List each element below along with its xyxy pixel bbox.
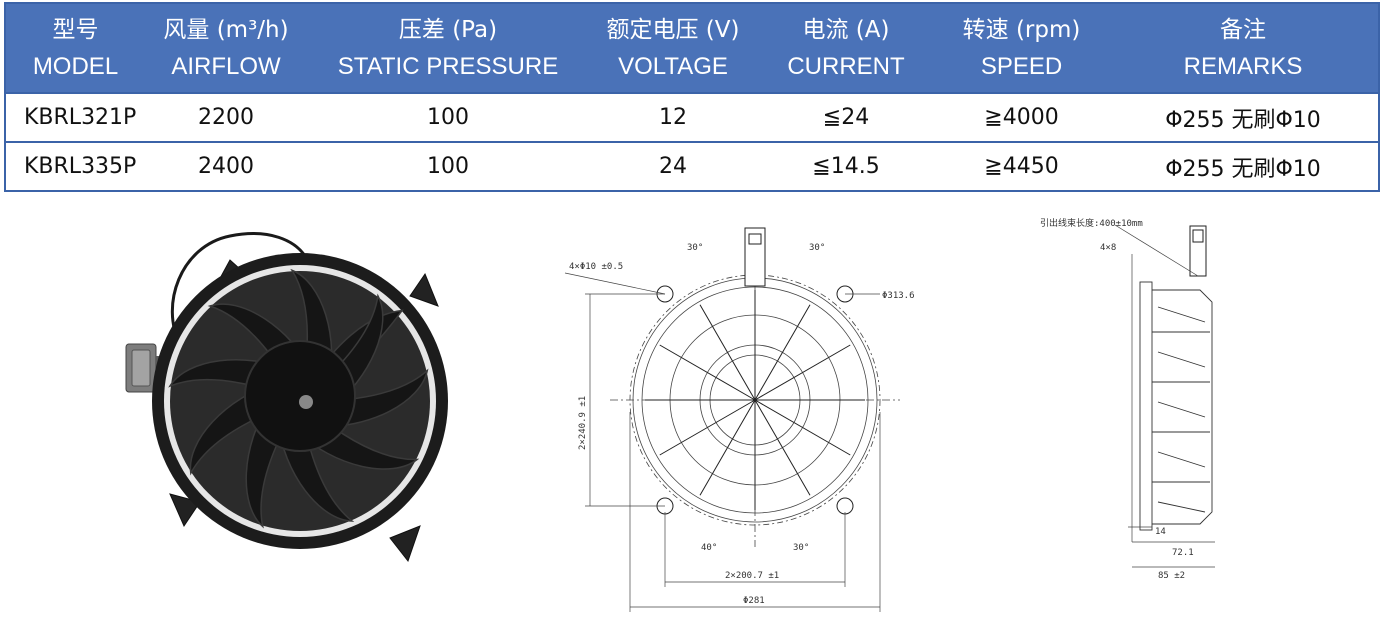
cell-speed: ≧4000 <box>935 92 1108 142</box>
header-current-zh: 电流 (A) <box>802 17 890 43</box>
header-model-en: MODEL <box>32 53 119 80</box>
label-angle-bottom-right: 30° <box>793 543 809 553</box>
header-speed-zh: 转速 (rpm) <box>962 17 1081 43</box>
label-dim-72: 72.1 <box>1172 548 1194 558</box>
cell-voltage: 12 <box>589 92 757 142</box>
label-angle-top-right: 30° <box>809 243 825 253</box>
spec-table: 型号 MODEL 风量 (m³/h) AIRFLOW 压差 (Pa) STATIC P… <box>4 2 1380 192</box>
header-voltage: 额定电压 (V) VOLTAGE <box>589 3 757 93</box>
header-pressure-en: STATIC PRESSURE <box>337 53 559 80</box>
cell-speed: ≧4450 <box>935 141 1108 191</box>
header-remarks-zh: 备注 <box>1220 17 1266 43</box>
header-static-pressure: 压差 (Pa) STATIC PRESSURE <box>307 3 589 93</box>
header-airflow-zh: 风量 (m³/h) <box>163 17 289 43</box>
label-angle-top-left: 30° <box>687 243 703 253</box>
header-pressure-zh: 压差 (Pa) <box>398 17 498 43</box>
cell-current: ≦24 <box>757 92 935 142</box>
label-side-holes: 4×8 <box>1100 243 1116 253</box>
cell-remarks: Φ255 无刷Φ10 <box>1108 92 1379 142</box>
cell-pressure: 100 <box>307 92 589 142</box>
header-model-zh: 型号 <box>52 17 99 43</box>
cell-airflow: 2200 <box>145 92 307 142</box>
header-speed-en: SPEED <box>980 53 1063 80</box>
label-overall-width: Φ281 <box>743 596 765 606</box>
header-airflow-en: AIRFLOW <box>171 53 281 80</box>
cell-model: KBRL321P <box>5 92 145 142</box>
table-row: KBRL321P 2200 100 12 ≦24 ≧4000 Φ255 无刷Φ1… <box>5 92 1379 142</box>
header-remarks-en: REMARKS <box>1183 53 1303 80</box>
cell-model: KBRL335P <box>5 141 145 191</box>
header-remarks: 备注 REMARKS <box>1108 3 1379 93</box>
cell-remarks: Φ255 无刷Φ10 <box>1108 141 1379 191</box>
cell-current: ≦14.5 <box>757 141 935 191</box>
front-view-drawing: 4×Φ10 ±0.5 30° 30° Φ313.6 2×240.9 ±1 40°… <box>564 227 915 612</box>
header-current: 电流 (A) CURRENT <box>757 3 935 93</box>
label-holes: 4×Φ10 ±0.5 <box>569 262 623 272</box>
header-voltage-zh: 额定电压 (V) <box>606 17 740 43</box>
label-lead-length: 引出线束长度:400±10mm <box>1040 217 1143 229</box>
label-outer-diameter: Φ313.6 <box>882 291 915 301</box>
side-view-drawing: 引出线束长度:400±10mm 4×8 14 72.1 85 ±2 <box>1040 217 1215 581</box>
table-row: KBRL335P 2400 100 24 ≦14.5 ≧4450 Φ255 无刷… <box>5 141 1379 191</box>
label-dim-85: 85 ±2 <box>1158 571 1185 581</box>
header-model: 型号 MODEL <box>5 3 145 93</box>
header-current-en: CURRENT <box>787 53 905 80</box>
header-speed: 转速 (rpm) SPEED <box>935 3 1108 93</box>
cell-voltage: 24 <box>589 141 757 191</box>
label-horizontal-spacing: 2×200.7 ±1 <box>725 571 779 581</box>
header-voltage-en: VOLTAGE <box>618 53 728 80</box>
label-angle-bottom-left: 40° <box>701 543 717 553</box>
table-header-row: 型号 MODEL 风量 (m³/h) AIRFLOW 压差 (Pa) STATIC P… <box>5 3 1379 93</box>
label-dim-14: 14 <box>1155 527 1166 537</box>
label-vertical-spacing: 2×240.9 ±1 <box>578 396 588 450</box>
cell-pressure: 100 <box>307 141 589 191</box>
cell-airflow: 2400 <box>145 141 307 191</box>
fan-photo <box>125 232 448 563</box>
header-airflow: 风量 (m³/h) AIRFLOW <box>145 3 307 93</box>
